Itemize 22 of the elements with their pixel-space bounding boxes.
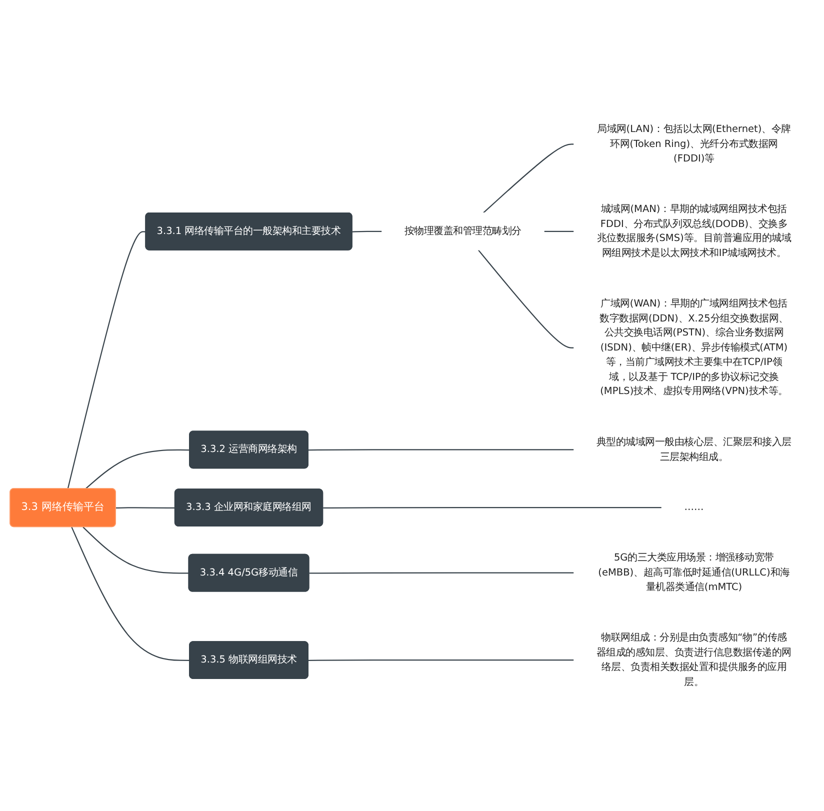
connector	[309, 572, 574, 574]
node-text: 广域网(WAN)：早期的广域网组网技术包括数字数据网(DDN)、X.25分组交换数据网、公共交换电话网(PSTN)、综合业务数据网(ISDN)、帧中继(ER)、异步传输模式(ATM)等，当前广域网技术主要集中在TCP/IP领域，以及基于 TCP/IP的多协议标记交换(MPLS)技术、虚拟专用网络(VPN)技术等。	[600, 298, 788, 397]
node-text: 局域网(LAN)：包括以太网(Ethernet)、令牌环网(Token Ring)、光纤分布式数据网(FDDI)等	[597, 123, 791, 164]
connector	[85, 449, 190, 489]
node-text: 城域网(MAN)：早期的城域网组网技术包括FDDI、分布式队列双总线(DODB)、交换多兆位数据服务(SMS)等。目前普遍应用的城域网组网技术是以太网技术和IP城域网技术。	[596, 203, 792, 258]
connector	[478, 249, 574, 348]
connector	[116, 506, 176, 508]
node-text: 按物理覆盖和管理范畴划分	[404, 225, 522, 237]
mind-map-drawing: 3.3 网络传输平台 3.3.1 网络传输平台的一般架构和主要技术 3.3.2 运营商网络架构 3.3.3 企业网和家庭网络组网 3.3.4 4G/5G移动通信 3.3.5 物联网组网技术 按物理覆盖和管理范畴划分 局域网(LAN)：包括以太网(Ethernet)、令牌环网(Token Ring)、光纤分布式数据网(FDDI)等 城域网(MAN)：早期的城域网组网技术包括FDDI、分布式队列双总线(DODB)、交换多兆位数据服务(SMS)等。目前普遍应用的城域网组网技术是以太网技术和IP城域网技术。 广域网(WAN)：早期的广域网组网技术包括数字数据网(DDN)、X.25分组交换数据网、公共交换电话网(PSTN)、综合业务数据网(ISDN)、帧中继(ER)、异步传输模式(ATM)等，当前广域网技术主要集中在TCP/IP领域，以及基于 TCP/IP的多协议标记交换(MPLS)技术、虚拟专用网络(VPN)技术等。 典型的城域网一般由核心层、汇聚层和接入层三层架构组成。 …… 5G的三大类应用场景：增强移动宽带(eMBB)、超高可靠低时延通信(URLLC)和海量机器类通信(mMTC) 物联网组成：分别是由负责感知“物”的传感器组成的感知层、负责进行信息数据传递的网络层、负责相关数据处置和提供服务的应用层。	[4, 104, 820, 706]
node-text: 典型的城域网一般由核心层、汇聚层和接入层三层架构组成。	[596, 436, 792, 462]
connector	[308, 659, 574, 661]
connector	[67, 230, 146, 489]
connector	[483, 143, 574, 213]
connector	[71, 526, 190, 661]
connector	[82, 526, 190, 574]
node-text: ……	[684, 502, 704, 513]
connector	[308, 448, 574, 450]
node-text: 5G的三大类应用场景：增强移动宽带(eMBB)、超高可靠低时延通信(URLLC)和海量机器类通信(mMTC)	[598, 552, 790, 593]
connector	[323, 506, 662, 508]
connector	[544, 230, 574, 232]
connector	[352, 230, 382, 232]
node-text: 物联网组成：分别是由负责感知“物”的传感器组成的感知层、负责进行信息数据传递的网络层、负责相关数据处置和提供服务的应用层。	[596, 632, 792, 688]
